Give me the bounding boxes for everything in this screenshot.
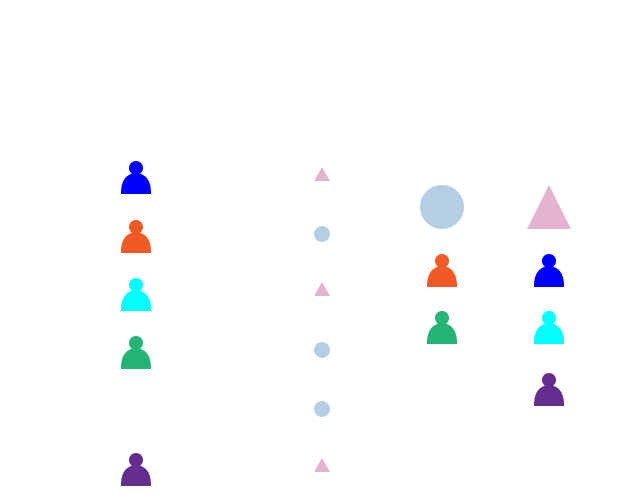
person-head [129,453,143,467]
person-head [129,220,143,234]
person-head [542,373,556,387]
person-head [129,336,143,350]
person-icon [121,220,151,253]
person-icon [121,278,151,311]
person-head [542,254,556,268]
middle-column [314,167,330,472]
person-head [129,161,143,175]
person-body [121,173,151,194]
person-body [534,266,564,287]
person-head [129,278,143,292]
person-head [435,311,449,325]
person-body [121,348,151,369]
circle-icon [314,401,330,417]
circle-icon [314,342,330,358]
person-icon [534,254,564,287]
circle-icon [314,226,330,242]
person-icon [427,311,457,344]
person-icon [534,373,564,406]
person-body [534,323,564,344]
person-icon [427,254,457,287]
person-head [542,311,556,325]
triangle-icon [314,167,330,181]
person-body [534,385,564,406]
person-body [427,323,457,344]
left-column [121,161,151,486]
person-body [121,290,151,311]
person-icon [121,336,151,369]
person-icon [534,311,564,344]
triangle-icon [314,282,330,296]
group-a [420,185,464,344]
group-b [527,185,571,406]
triangle-icon [314,458,330,472]
person-body [121,465,151,486]
person-body [427,266,457,287]
person-head [435,254,449,268]
person-body [121,232,151,253]
person-icon [121,453,151,486]
circle-icon [420,185,464,229]
person-icon [121,161,151,194]
triangle-icon [527,185,571,229]
